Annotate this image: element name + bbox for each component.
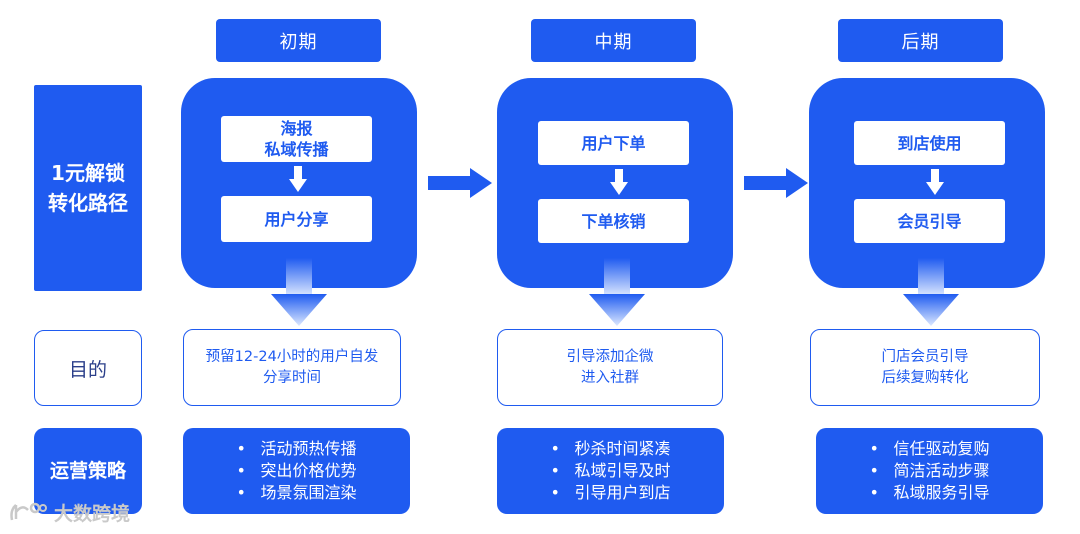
strategy-box-early: •活动预热传播 •突出价格优势 •场景氛围渲染 [183, 428, 410, 514]
step-box: 会员引导 [854, 199, 1005, 243]
right-arrow-icon [428, 168, 492, 198]
phase-label-middle: 中期 [531, 19, 696, 62]
list-item: •信任驱动复购 [869, 439, 990, 458]
goal-box-early: 预留12-24小时的用户自发分享时间 [183, 329, 401, 406]
down-arrow-icon [271, 258, 327, 326]
row-label-strategy: 运营策略 [34, 428, 142, 514]
step-box: 海报 私域传播 [221, 116, 372, 162]
right-arrow-icon [744, 168, 808, 198]
goal-box-late: 门店会员引导后续复购转化 [810, 329, 1040, 406]
list-item: •场景氛围渲染 [236, 483, 357, 502]
step-box: 下单核销 [538, 199, 689, 243]
down-arrow-icon [589, 258, 645, 326]
step-box: 用户下单 [538, 121, 689, 165]
row-label-goal: 目的 [34, 330, 142, 406]
strategy-box-late: •信任驱动复购 •简洁活动步骤 •私域服务引导 [816, 428, 1043, 514]
row-label-path: 1元解锁转化路径 [34, 85, 142, 291]
step-box: 到店使用 [854, 121, 1005, 165]
list-item: •引导用户到店 [550, 483, 671, 502]
list-item: •私域引导及时 [550, 461, 671, 480]
phase-label-late: 后期 [838, 19, 1003, 62]
down-arrow-icon [610, 169, 628, 195]
strategy-box-middle: •秒杀时间紧凑 •私域引导及时 •引导用户到店 [497, 428, 724, 514]
list-item: •突出价格优势 [236, 461, 357, 480]
watermark: 大数跨境 [8, 496, 130, 528]
step-box: 用户分享 [221, 196, 372, 242]
list-item: •活动预热传播 [236, 439, 357, 458]
down-arrow-icon [926, 169, 944, 195]
goal-box-middle: 引导添加企微进入社群 [497, 329, 723, 406]
list-item: •秒杀时间紧凑 [550, 439, 671, 458]
down-arrow-icon [289, 166, 307, 192]
down-arrow-icon [903, 258, 959, 326]
list-item: •简洁活动步骤 [869, 461, 990, 480]
list-item: •私域服务引导 [869, 483, 990, 502]
phase-label-early: 初期 [216, 19, 381, 62]
watermark-logo-icon [10, 502, 47, 521]
